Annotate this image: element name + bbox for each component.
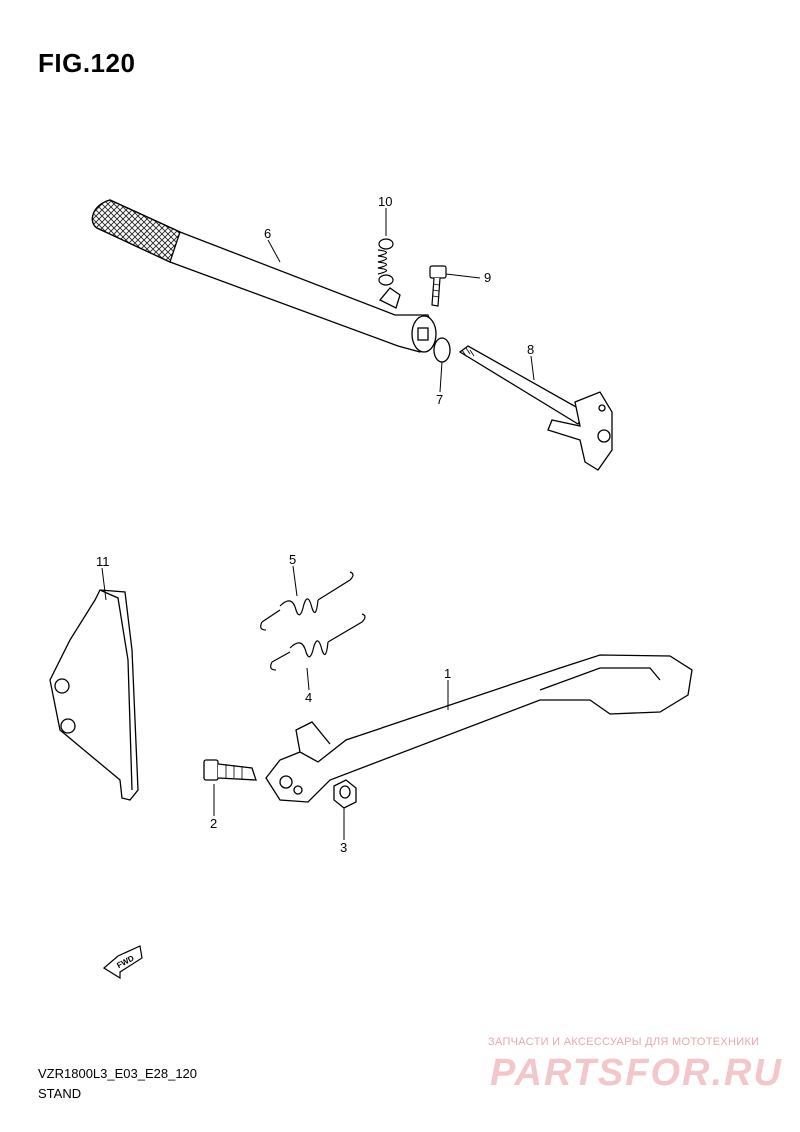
callout-11: 11 — [96, 554, 110, 569]
callout-10: 10 — [378, 194, 392, 209]
part-3-nut[interactable] — [333, 779, 357, 809]
part-6-side-stand-bar[interactable] — [91, 199, 437, 353]
part-8-stand-shaft[interactable] — [458, 345, 613, 471]
model-code: VZR1800L3_E03_E28_120 — [38, 1066, 198, 1081]
part-2-pivot-bolt[interactable] — [203, 759, 257, 781]
callout-7: 7 — [436, 392, 443, 407]
part-9-bolt[interactable] — [429, 265, 447, 307]
callout-4: 4 — [305, 690, 312, 705]
watermark-tagline: ЗАПЧАСТИ И АКСЕССУАРЫ ДЛЯ МОТОТЕХНИКИ — [488, 1036, 760, 1048]
part-4-spring[interactable] — [270, 613, 366, 671]
callout-leaders — [101, 208, 535, 840]
part-5-spring[interactable] — [260, 571, 354, 631]
watermark-brand: PARTSFOR.RU — [490, 1052, 783, 1094]
part-1-kickstand[interactable] — [265, 654, 693, 803]
callout-2: 2 — [210, 816, 217, 831]
part-10-spring[interactable] — [377, 238, 394, 286]
callout-1: 1 — [444, 666, 451, 681]
callout-8: 8 — [527, 342, 534, 357]
callout-3: 3 — [340, 840, 347, 855]
part-7-washer[interactable] — [433, 337, 451, 363]
figure-caption: STAND — [38, 1086, 82, 1101]
callout-5: 5 — [289, 552, 296, 567]
part-11-bracket-plate[interactable] — [49, 589, 139, 801]
callout-9: 9 — [484, 270, 491, 285]
callout-6: 6 — [264, 226, 271, 241]
figure-title: FIG.120 — [38, 48, 136, 78]
fwd-direction-icon: FWD — [102, 945, 143, 980]
